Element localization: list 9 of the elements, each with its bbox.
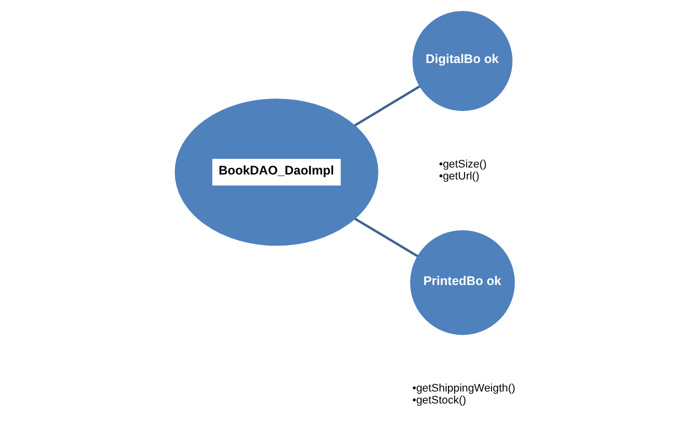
node-label: •getSize(): [439, 158, 487, 171]
node-label: •getShippingWeigth(): [412, 382, 516, 395]
node-circle: DigitalBo ok: [412, 11, 512, 111]
node-label: •getUrl(): [439, 170, 480, 182]
node-ellipse: BookDAO_DaoImpl: [174, 98, 378, 246]
node-label: •getStock(): [412, 394, 466, 406]
connector: [354, 218, 418, 258]
node-circle: PrintedBo ok: [410, 230, 515, 335]
connector: [354, 85, 420, 127]
